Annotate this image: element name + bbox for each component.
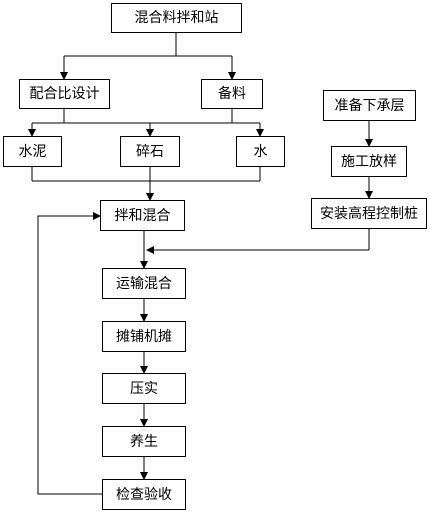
- node-elevation-stakes: 安装高程控制桩: [311, 198, 427, 229]
- node-materials: 备料: [201, 79, 263, 109]
- node-inspection: 检查验收: [102, 479, 186, 510]
- node-mix-design: 配合比设计: [19, 79, 110, 109]
- node-cement: 水泥: [3, 136, 62, 167]
- node-curing: 养生: [102, 426, 186, 457]
- node-gravel: 碎石: [120, 136, 180, 167]
- node-compaction: 压实: [102, 373, 186, 404]
- node-transport: 运输混合: [102, 268, 186, 299]
- feedback-loop-arrow: [37, 212, 102, 495]
- node-paving: 摊铺机摊: [102, 321, 186, 352]
- node-mixing-station: 混合料拌和站: [111, 3, 242, 33]
- node-prepare-sublayer: 准备下承层: [323, 90, 416, 121]
- node-water: 水: [236, 136, 285, 167]
- node-mixing: 拌和混合: [100, 200, 185, 231]
- node-staking-out: 施工放样: [331, 146, 407, 177]
